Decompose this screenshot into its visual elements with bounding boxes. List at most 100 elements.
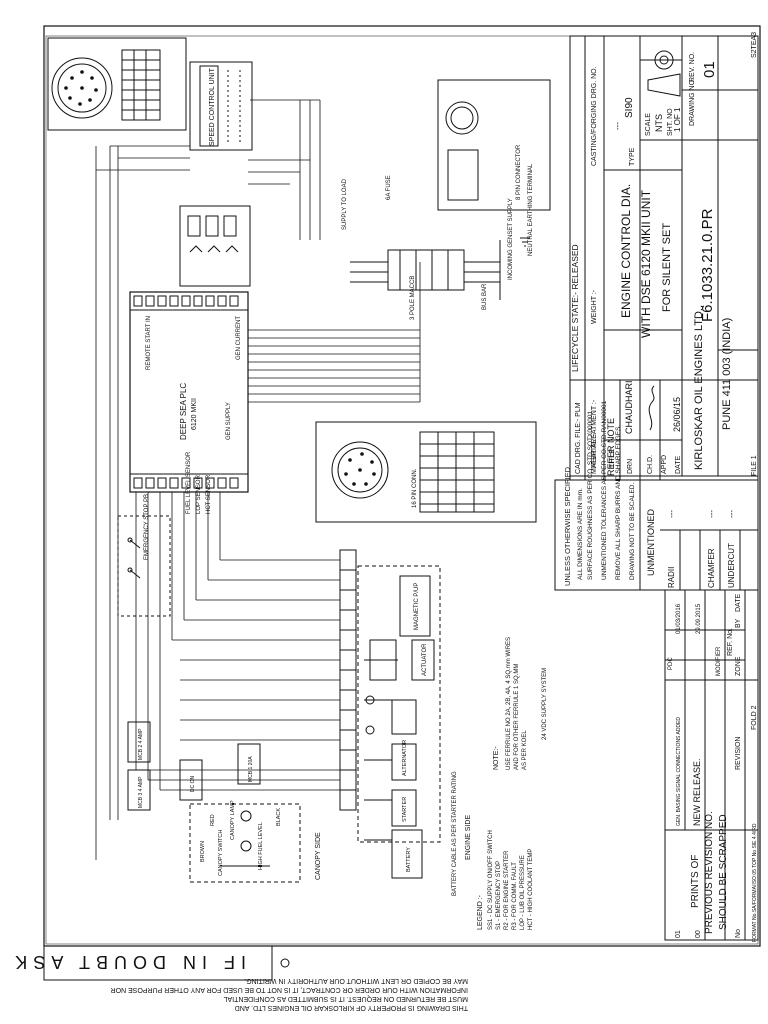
mccb-load: 3 POLE MACCB SUPPLY TO LOAD 6A FUSE BUS … <box>342 163 534 320</box>
engine-terminal-strip <box>339 549 357 811</box>
black-label: BLACK <box>276 808 282 826</box>
legend-item-4: R3 - FOR COMM. FAULT <box>512 862 518 930</box>
title-label: TITLE <box>609 449 616 468</box>
chd-label: CH.D. <box>647 455 654 474</box>
diagram-note-2: AND FOR OTHER FERRULE 1 SQ.MM <box>514 664 520 770</box>
pole-mccb-label: 3 POLE MACCB <box>410 276 416 320</box>
mcb-b-label: MCB 2 4 AMP <box>138 728 144 760</box>
bus-bar-label: BUS BAR <box>482 283 488 310</box>
remote-start-label: REMOTE START IN <box>146 316 152 370</box>
diagram-note-1: USE FERRULE NO 2A, 2B, 4A, 4 SQ.mm WIRES <box>506 637 512 770</box>
lifecycle-state: LIFECYCLE STATE:- RELEASED <box>570 244 580 372</box>
pdc-label: PDC <box>668 657 674 670</box>
dash-3: --- <box>727 510 736 518</box>
rev-header-zone: ZONE <box>735 656 742 676</box>
rev-header-modifier: MODIFIER <box>716 646 722 676</box>
title-line-1: ENGINE CONTROL DIA. <box>619 184 633 318</box>
material-label: MATERIAL :- <box>591 433 598 474</box>
legend-item-2: S1 - EMERGENCY STOP <box>496 861 502 930</box>
wire-harness-lower <box>135 492 340 791</box>
speed-control-label: SPEED CONTROL UNIT <box>209 67 216 146</box>
rev-header-by: BY <box>735 618 742 628</box>
casting-value: --- <box>613 122 622 130</box>
diagram-notes: NOTE:- USE FERRULE NO 2A, 2B, 4A, 4 SQ.m… <box>493 637 548 770</box>
dse-terminals-top <box>133 295 239 307</box>
relay-cluster <box>179 205 251 287</box>
company-name: KIRLOSKAR OIL ENGINES LTD., <box>693 305 705 470</box>
rev-no-label: REV. NO. <box>689 52 696 82</box>
note-item-3: UNMENTIONED TOLERANCES AS PER CO.STD.RAN… <box>601 400 608 580</box>
rev-row-1-date: 01/03/2016 <box>676 603 682 634</box>
unmentioned-label: UNMENTIONED <box>646 509 656 576</box>
legal-line-4: MAY BE COPIED OR LENT WITHOUT OUR AUTHOR… <box>244 977 468 984</box>
canopy-side-label: CANOPY SIDE <box>315 832 322 880</box>
sheet-value: 1 OF 1 <box>673 107 682 132</box>
title-block: LIFECYCLE STATE:- RELEASED CASTING/FORGI… <box>569 32 759 477</box>
alternator-label: ALTERNATOR <box>402 740 408 776</box>
dse-terminals-bottom <box>133 477 239 489</box>
high-fuel-label: HIGH FUEL LEVEL <box>258 822 264 870</box>
drn-label: DRN <box>627 459 634 474</box>
wire-harness-main <box>95 99 421 860</box>
weight-label: WEIGHT :- <box>591 289 598 324</box>
radii-label: RADII <box>667 567 676 588</box>
scale-value: NTS <box>654 114 664 132</box>
drawing-no-label: DRAWING NO. <box>689 78 696 126</box>
connector-16pin-mid: 16 PIN CONN. <box>315 421 537 523</box>
mcb-a-label: MCB 1 20A <box>248 756 254 782</box>
dse-title: DEEP SEA PLC <box>179 383 188 440</box>
canopy-lamp-label: CANOPY LAMP <box>230 800 236 840</box>
fold-2-label: FOLD 2 <box>751 705 758 730</box>
prints-line-3: SHOULD BE SCRAPPED <box>718 814 729 930</box>
rev-header-revision: REVISION <box>735 737 742 770</box>
scale-label: SCALE <box>645 113 652 136</box>
prints-line-1: PRINTS OF <box>690 855 701 908</box>
connector-16-label: 16 PIN CONN. <box>412 468 418 508</box>
gen-supply-label: GEN SUPPLY <box>226 402 232 440</box>
starter-label: STARTER <box>402 797 408 822</box>
drn-value: CHAUDHARI <box>624 380 634 434</box>
notes-heading-diagram: NOTE:- <box>493 746 500 770</box>
sheet-code: S2TEA3 <box>751 32 758 58</box>
file-label: FILE 1 <box>751 455 758 476</box>
rev-row-2-desc: NEW RELEASE. <box>692 758 702 826</box>
red-label: RED <box>210 814 216 826</box>
sensor-labels: FUEL LEVEL SENSOR LOP SENSOR HCT SENSOR … <box>144 451 212 560</box>
type-label: TYPE <box>629 147 636 166</box>
casting-label: CASTING/FORGING DRG. NO. <box>591 66 598 166</box>
dse-controller: DEEP SEA PLC 6120 MKII REMOTE START IN G… <box>129 291 249 493</box>
rev-row-1-desc: GEN. BASING SIGNAL CONNECTIONS ADDED <box>676 717 682 826</box>
doubt-box: IF IN DOUBT ASK <box>9 945 290 981</box>
notes-heading: UNLESS OTHERWISE SPECIFIED <box>563 466 572 586</box>
undercut-label: UNDERCUT <box>727 543 736 588</box>
neutral-label: NEUTRAL EARTHING TERMINAL <box>528 163 534 256</box>
rev-row-2-date: 29.09.2015 <box>696 603 702 634</box>
mcb-group: MCB 2 4 AMP MCB 3 4 AMP MCB 1 20A DC ON <box>127 721 261 811</box>
doubt-text: IF IN DOUBT ASK <box>9 952 246 972</box>
fuse-label: 6A FUSE <box>386 175 392 200</box>
chamfer-label: CHAMFER <box>707 548 716 588</box>
revision-block: No REVISION ZONE MODIFIER REF. No. BY DA… <box>664 455 759 942</box>
mcb-c-label: MCB 3 4 AMP <box>138 776 144 808</box>
rev-row-2-no: 00 <box>695 930 702 938</box>
emergency-stop-switch <box>117 515 171 617</box>
hct-sensor-label: HCT SENSOR <box>206 474 212 514</box>
note-item-4: REMOVE ALL SHARP BURRS AND SHARP EDGES. <box>615 425 622 580</box>
note-item-1: ALL DIMENSIONS ARE IN mm. <box>577 488 584 580</box>
dc-on-label: DC ON <box>190 776 196 793</box>
gen-current-label: GEN CURRENT <box>236 316 242 360</box>
date-label: DATE <box>675 456 682 474</box>
legend-item-3: R2 - FOR ENGINE STARTER <box>504 850 510 930</box>
title-line-2: WITH DSE 6120 MKII UNIT <box>639 189 653 338</box>
legend: LEGEND :- SS1 - DC SUPPLY ON/OFF SWITCH … <box>477 830 534 930</box>
legend-heading: LEGEND :- <box>477 894 484 930</box>
dash-1: --- <box>667 510 676 518</box>
canopy-switch-label: CANOPY SWITCH <box>218 830 224 876</box>
connector-8-label: 8 PIN CONNECTOR <box>516 144 522 200</box>
incoming-supply-label: INCOMING GENSET SUPPLY <box>508 198 514 280</box>
emergency-stop-label: EMERGENCY STOP PB <box>144 494 150 560</box>
battery-label: BATTERY <box>406 847 412 872</box>
brown-label: BROWN <box>200 841 206 862</box>
legal-notice: THIS DRAWING IS PROPERTY OF KIRLOSKAR OI… <box>111 977 468 1011</box>
